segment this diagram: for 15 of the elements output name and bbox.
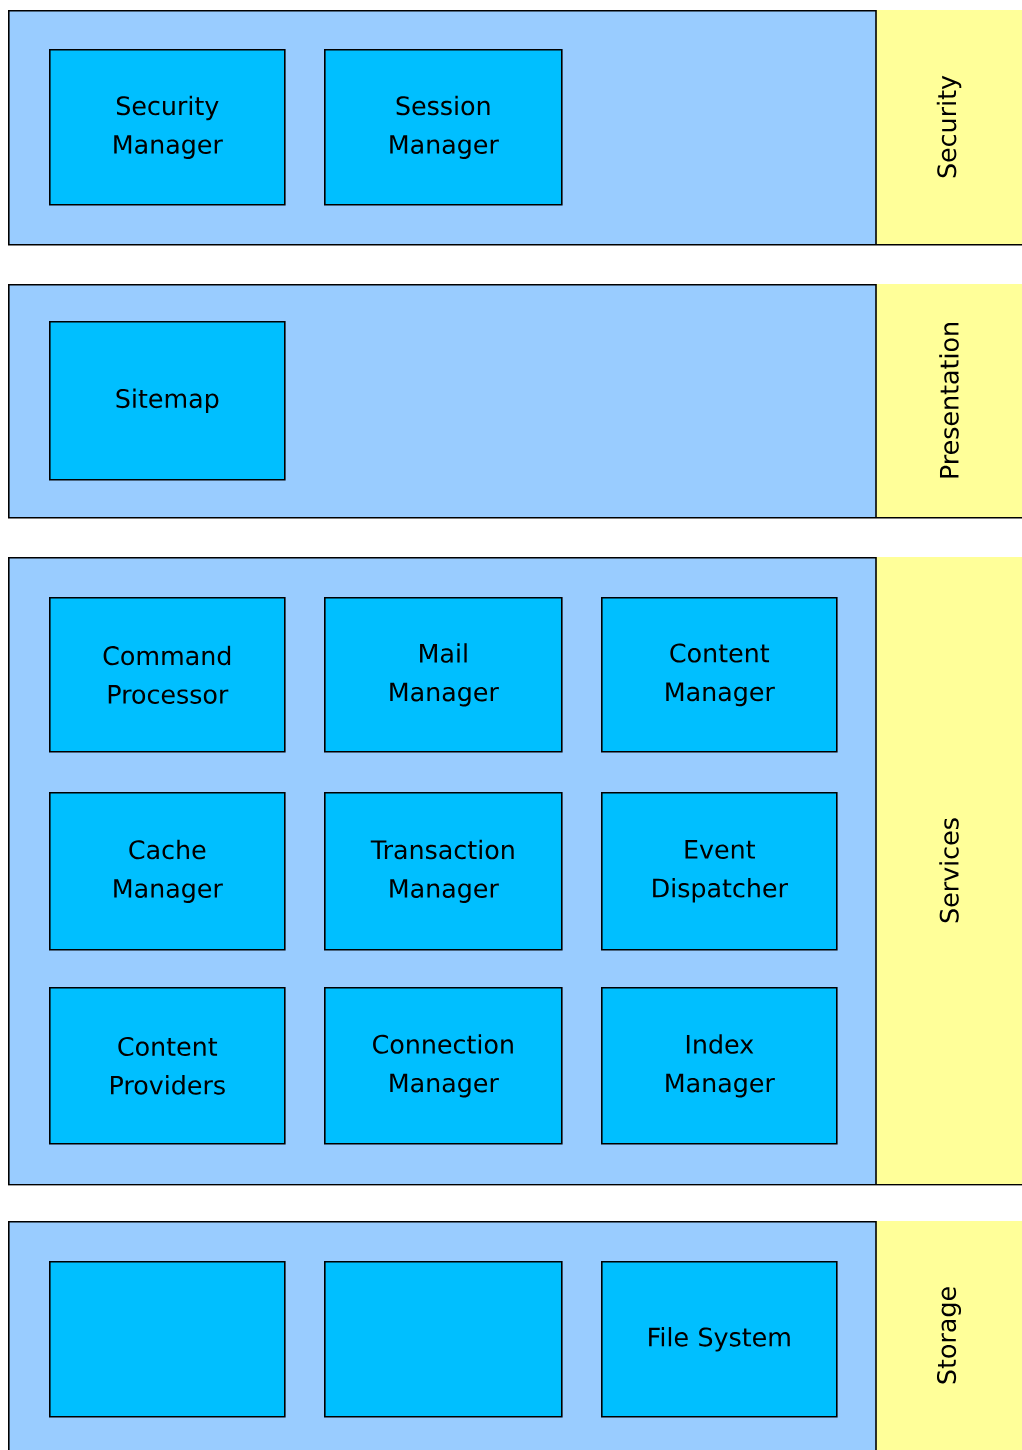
component-box: Sitemap [49, 321, 286, 481]
component-box: File System [601, 1261, 838, 1418]
component-box: Content Manager [601, 597, 838, 753]
component-box [49, 1261, 286, 1418]
component-box [324, 1261, 563, 1418]
component-box: Event Dispatcher [601, 792, 838, 951]
component-box: Index Manager [601, 987, 838, 1145]
component-box: Security Manager [49, 49, 286, 206]
component-box: Connection Manager [324, 987, 563, 1145]
component-box: Transaction Manager [324, 792, 563, 951]
component-box: Cache Manager [49, 792, 286, 951]
component-box: Content Providers [49, 987, 286, 1145]
component-box: Session Manager [324, 49, 563, 206]
component-box: Command Processor [49, 597, 286, 753]
component-box: Mail Manager [324, 597, 563, 753]
